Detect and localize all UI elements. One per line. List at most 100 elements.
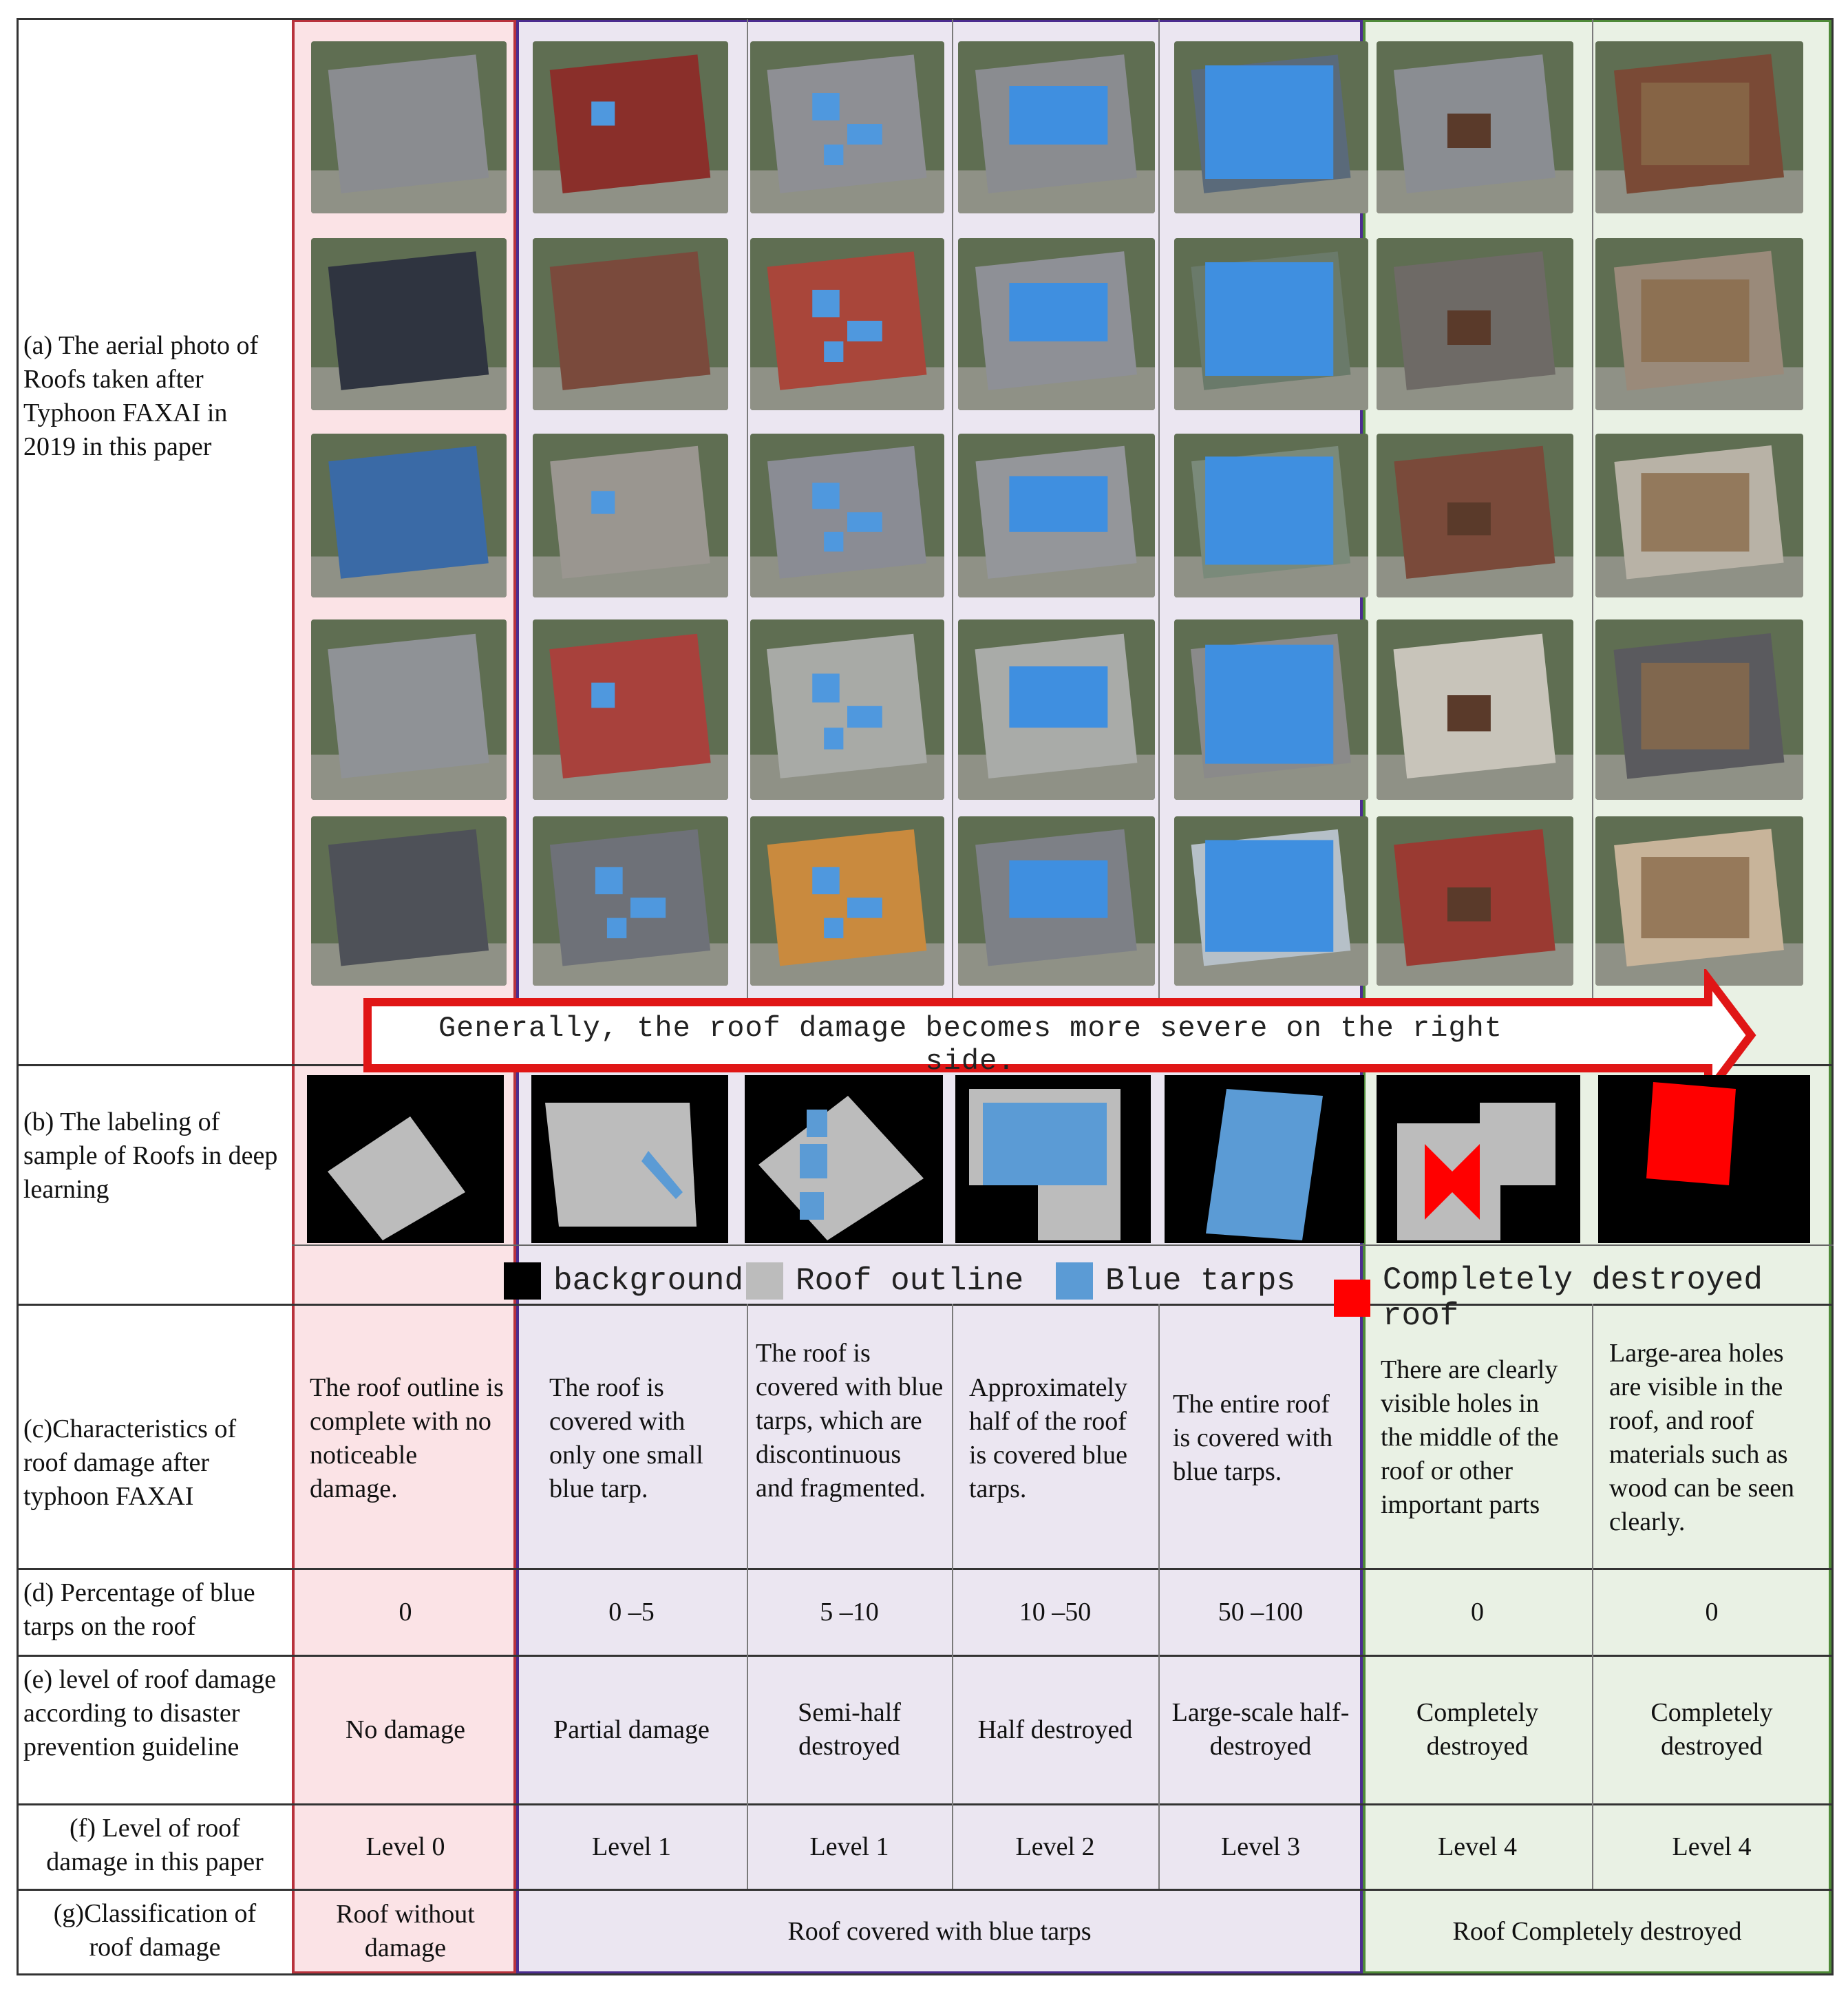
characteristic-level1b: The roof is covered with blue tarps, whi…	[756, 1339, 944, 1503]
characteristic-level4a: There are clearly visible holes in the m…	[1381, 1355, 1559, 1519]
guideline-level4a: Completely destroyed	[1416, 1698, 1539, 1761]
column-divider	[952, 19, 953, 1064]
label-mask	[307, 1075, 504, 1243]
label-mask	[745, 1075, 943, 1243]
legend-roof-outline: Roof outline	[746, 1262, 1023, 1300]
classification-destroyed: Roof Completely destroyed	[1452, 1916, 1742, 1946]
legend-label-background: background	[553, 1263, 744, 1299]
percentage-level3: 50 –100	[1218, 1597, 1304, 1627]
aerial-photo	[1377, 816, 1573, 986]
legend-swatch-destroyed	[1334, 1280, 1370, 1317]
row-label-b: (b) The labeling of sample of Roofs in d…	[23, 1108, 278, 1204]
row-label-e: (e) level of roof damage according to di…	[23, 1665, 277, 1761]
percentage-level1b: 5 –10	[820, 1597, 879, 1627]
aerial-photo	[958, 238, 1155, 410]
aerial-photo	[750, 816, 944, 986]
legend-swatch-background	[504, 1262, 541, 1300]
aerial-photo	[1377, 238, 1573, 410]
legend-blue-tarps: Blue tarps	[1056, 1262, 1295, 1300]
legend-label-roof-outline: Roof outline	[796, 1263, 1024, 1299]
aerial-photo	[1377, 434, 1573, 597]
guideline-level1b: Semi-half destroyed	[798, 1698, 901, 1761]
column-divider	[1158, 1304, 1160, 1889]
paper-level0: Level 0	[365, 1832, 445, 1861]
row-divider	[17, 1304, 1834, 1306]
aerial-photo	[533, 816, 728, 986]
label-mask	[1165, 1075, 1364, 1243]
aerial-photo	[958, 434, 1155, 597]
aerial-photo	[1595, 41, 1803, 213]
aerial-photo	[311, 619, 507, 800]
aerial-photo	[958, 619, 1155, 800]
legend-label-blue-tarps: Blue tarps	[1105, 1263, 1296, 1299]
percentage-level2: 10 –50	[1019, 1597, 1092, 1627]
row-label-g: (g)Classification of roof damage	[53, 1899, 257, 1962]
aerial-photo	[750, 238, 944, 410]
percentage-level0: 0	[399, 1597, 412, 1627]
aerial-photo	[958, 41, 1155, 213]
aerial-photo	[750, 434, 944, 597]
aerial-photo	[1595, 619, 1803, 800]
row-divider	[17, 1655, 1834, 1657]
row-label-f: (f) Level of roof damage in this paper	[46, 1814, 264, 1876]
legend-swatch-blue-tarps	[1056, 1262, 1093, 1300]
legend-destroyed: Completely destroyed roof	[1334, 1262, 1848, 1334]
paper-level1a: Level 1	[591, 1832, 671, 1861]
column-divider	[747, 1304, 748, 1889]
characteristic-level0: The roof outline is complete with no not…	[310, 1373, 504, 1503]
characteristic-level3: The entire roof is covered with blue tar…	[1173, 1390, 1333, 1486]
percentage-level1a: 0 –5	[608, 1597, 655, 1627]
legend-label-destroyed: Completely destroyed roof	[1382, 1262, 1763, 1334]
guideline-level0: No damage	[345, 1715, 466, 1744]
guideline-level1a: Partial damage	[553, 1715, 710, 1744]
aerial-photo	[311, 434, 507, 597]
aerial-photo	[533, 434, 728, 597]
aerial-photo	[1595, 238, 1803, 410]
guideline-level2: Half destroyed	[977, 1715, 1133, 1744]
aerial-photo	[533, 238, 728, 410]
aerial-photo	[750, 619, 944, 800]
label-mask	[1598, 1075, 1810, 1243]
aerial-photo	[1174, 816, 1368, 986]
aerial-photo	[1377, 41, 1573, 213]
guideline-level3: Large-scale half-destroyed	[1171, 1698, 1350, 1761]
aerial-photo	[958, 816, 1155, 986]
aerial-photo	[1174, 434, 1368, 597]
guideline-level4b: Completely destroyed	[1650, 1698, 1773, 1761]
column-divider	[1158, 19, 1160, 1064]
aerial-photo	[1595, 816, 1803, 986]
aerial-photo	[1377, 619, 1573, 800]
paper-level2: Level 2	[1015, 1832, 1095, 1861]
aerial-photo	[311, 816, 507, 986]
aerial-photo	[533, 619, 728, 800]
table-frame	[17, 18, 1834, 1975]
label-mask	[1377, 1075, 1580, 1243]
label-mask	[955, 1075, 1151, 1243]
row-divider	[17, 1568, 1834, 1570]
column-divider	[1592, 19, 1593, 1064]
classification-blue-tarps: Roof covered with blue tarps	[787, 1916, 1092, 1946]
classification-no-damage: Roof without damage	[336, 1900, 475, 1962]
row-divider	[292, 1244, 1834, 1246]
aerial-photo	[533, 41, 728, 213]
aerial-photo	[1174, 619, 1368, 800]
aerial-photo	[1174, 41, 1368, 213]
characteristic-level4b: Large-area holes are visible in the roof…	[1609, 1339, 1795, 1536]
row-label-d: (d) Percentage of blue tarps on the roof	[23, 1578, 255, 1641]
percentage-level4a: 0	[1471, 1597, 1484, 1627]
column-divider	[952, 1304, 953, 1889]
percentage-level4b: 0	[1705, 1597, 1719, 1627]
row-divider	[17, 1803, 1834, 1805]
paper-level1b: Level 1	[809, 1832, 889, 1861]
aerial-photo	[750, 41, 944, 213]
column-divider	[1592, 1304, 1593, 1889]
arrow-caption: Generally, the roof damage becomes more …	[438, 1012, 1503, 1078]
column-divider	[747, 19, 748, 1064]
aerial-photo	[1174, 238, 1368, 410]
characteristic-level1a: The roof is covered with only one small …	[549, 1373, 703, 1503]
paper-level3: Level 3	[1220, 1832, 1300, 1861]
aerial-photo	[311, 238, 507, 410]
label-mask	[531, 1075, 728, 1243]
row-divider	[17, 1889, 1834, 1891]
paper-level4a: Level 4	[1437, 1832, 1517, 1861]
